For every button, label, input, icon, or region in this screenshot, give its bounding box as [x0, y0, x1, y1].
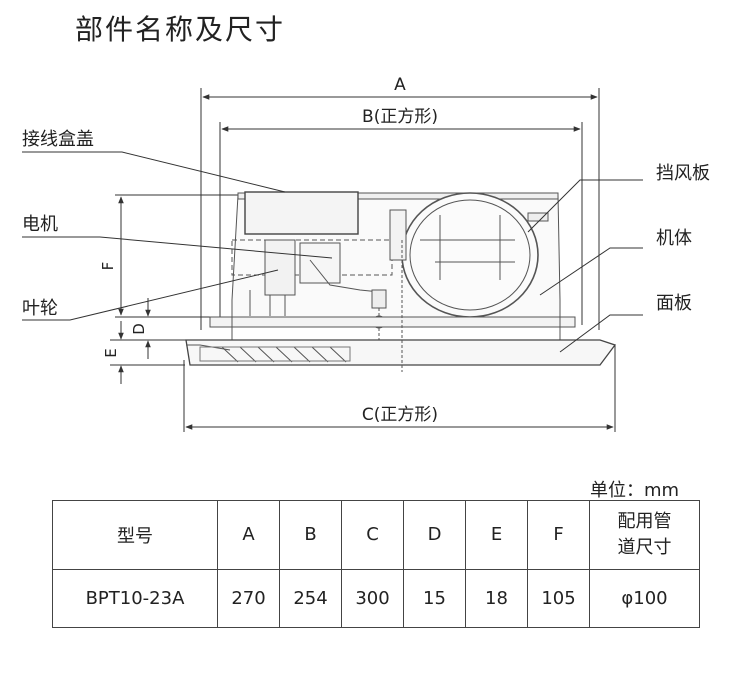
spec-table: 型号 A B C D E F 配用管 道尺寸 BPT10-23A 270 254…	[52, 500, 700, 629]
cell-b: 254	[279, 568, 342, 629]
header-model: 型号	[52, 500, 218, 570]
header-d: D	[403, 500, 466, 570]
unit-note: 单位：mm	[590, 480, 680, 501]
cell-c: 300	[341, 568, 404, 629]
dim-a-label: A	[394, 75, 406, 95]
header-f: F	[527, 500, 590, 570]
header-e: E	[465, 500, 528, 570]
dim-b-label: B(正方形)	[362, 107, 438, 127]
cell-d: 15	[403, 568, 466, 629]
header-pipe-size: 配用管 道尺寸	[589, 500, 700, 570]
table-header-row: 型号 A B C D E F 配用管 道尺寸	[52, 500, 700, 570]
cell-model: BPT10-23A	[52, 568, 218, 629]
header-a: A	[217, 500, 280, 570]
label-panel: 面板	[656, 293, 692, 314]
table-row: BPT10-23A 270 254 300 15 18 105 φ100	[52, 568, 700, 629]
dimension-c	[183, 345, 616, 432]
header-pipe-size-line1: 配用管	[617, 510, 672, 532]
parts-dimension-diagram: A B(正方形) F D E C(正方形)	[22, 75, 710, 432]
dim-d-label: D	[130, 323, 148, 335]
dim-e-label: E	[102, 348, 120, 357]
dimension-e	[110, 321, 185, 384]
leader-lines	[22, 151, 643, 353]
dim-f-label: F	[99, 262, 117, 271]
header-c: C	[341, 500, 404, 570]
header-b: B	[279, 500, 342, 570]
fan-unit-drawing	[185, 191, 617, 372]
cell-f: 105	[527, 568, 590, 629]
label-junction-box-cover: 接线盒盖	[22, 129, 94, 150]
label-damper: 挡风板	[656, 163, 710, 184]
dimension-b	[219, 122, 583, 325]
dim-c-label: C(正方形)	[362, 405, 438, 425]
label-impeller: 叶轮	[22, 298, 58, 319]
cell-pipe-size: φ100	[589, 568, 700, 629]
cell-a: 270	[217, 568, 280, 629]
cell-e: 18	[465, 568, 528, 629]
label-motor: 电机	[22, 214, 58, 235]
dimension-a	[200, 88, 600, 330]
page-title: 部件名称及尺寸	[75, 13, 286, 46]
label-body: 机体	[656, 228, 692, 249]
header-pipe-size-line2: 道尺寸	[617, 536, 672, 558]
dimension-f	[115, 194, 245, 318]
